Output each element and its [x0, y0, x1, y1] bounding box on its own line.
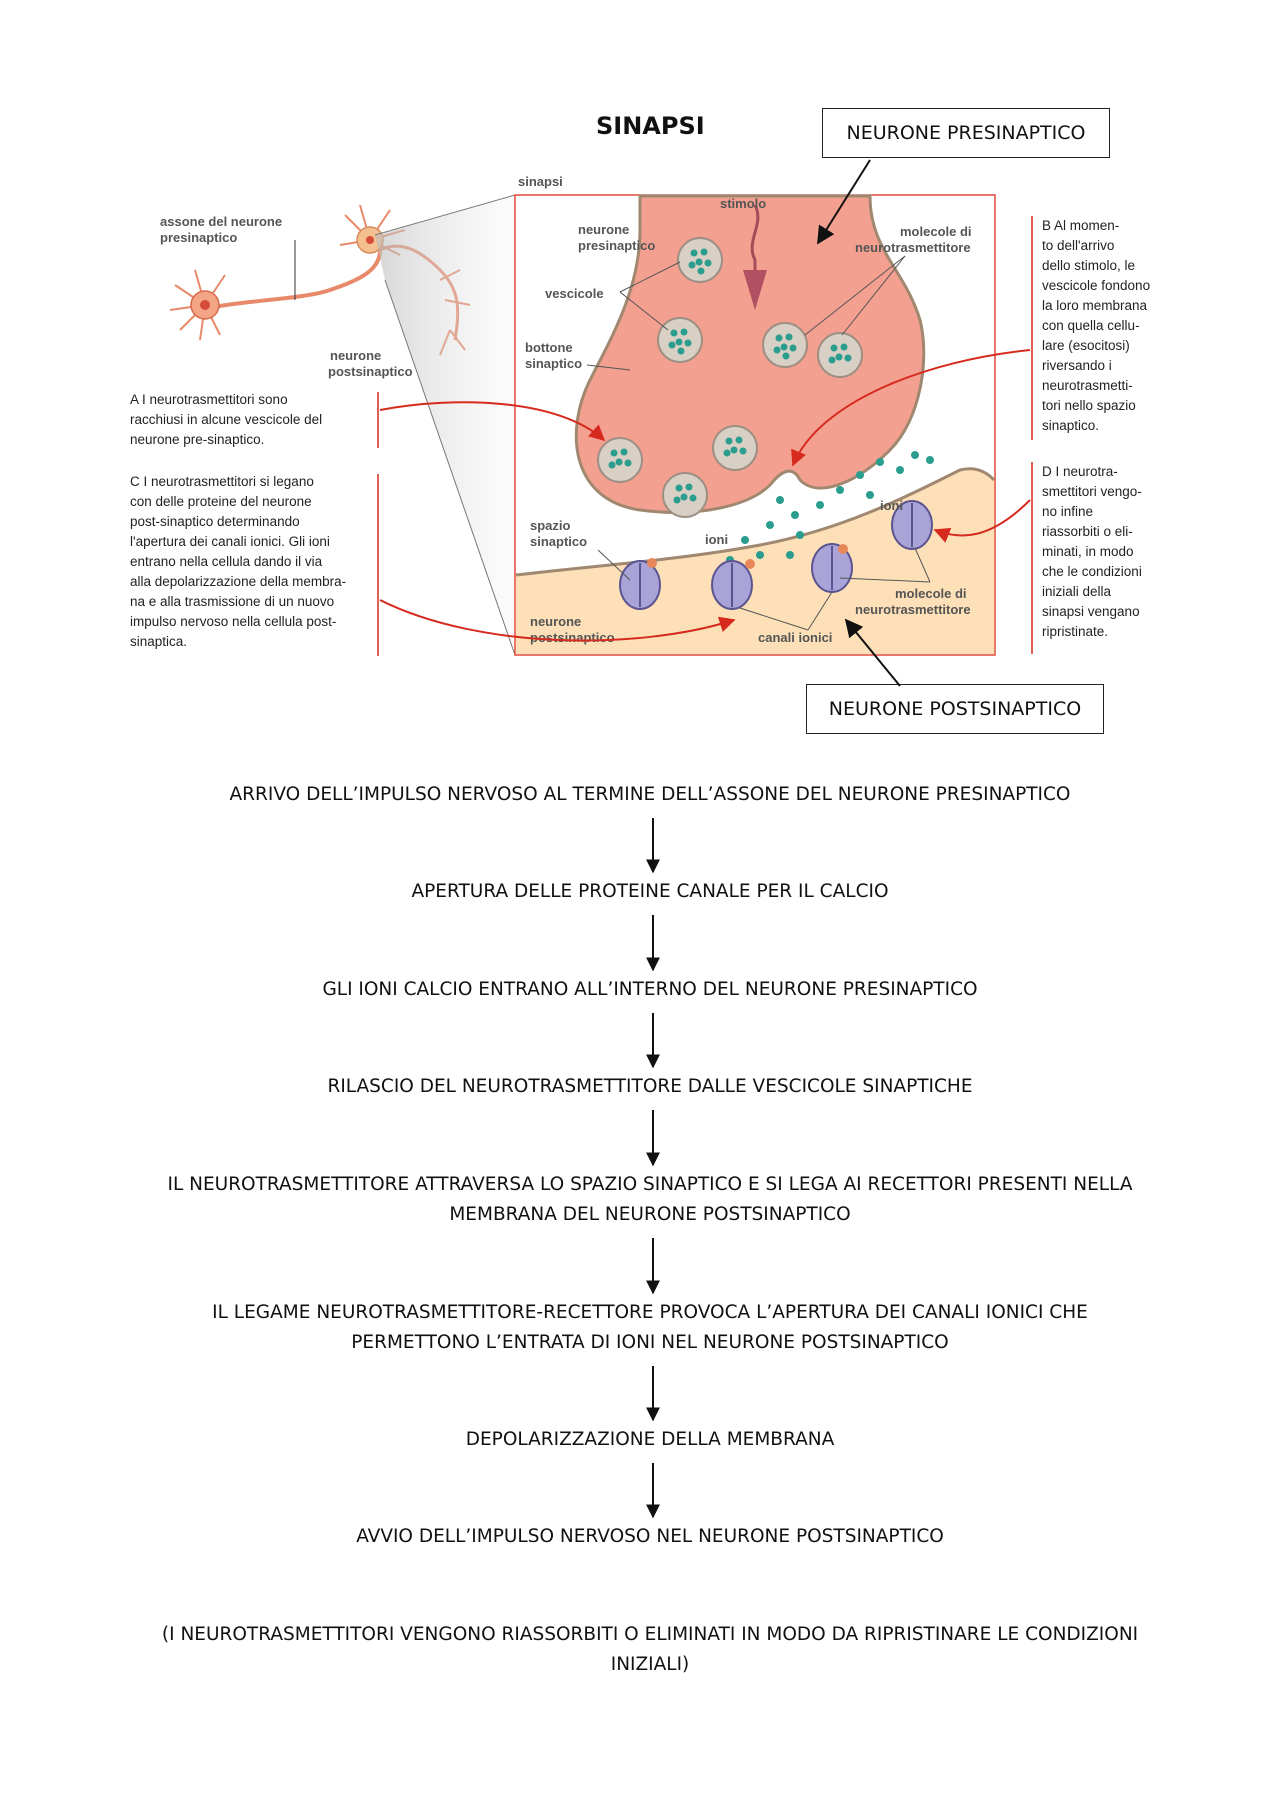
flow-step-4: RILASCIO DEL NEUROTRASMETTITORE DALLE VE… [130, 1072, 1170, 1102]
note-c-line: con delle proteine del neurone [130, 494, 312, 509]
note-b-line: sinaptico. [1042, 418, 1100, 433]
note-b-line: con quella cellu- [1042, 318, 1140, 333]
note-d-line: riassorbiti o eli- [1042, 524, 1133, 539]
flow-step-text: (I NEUROTRASMETTITORI VENGONO RIASSORBIT… [161, 1624, 1139, 1645]
note-arrows [379, 349, 1031, 642]
flow-step-5: IL NEUROTRASMETTITORE ATTRAVERSA LO SPAZ… [130, 1170, 1170, 1230]
presynaptic-terminal [574, 194, 926, 514]
note-b-line: la loro membrana [1042, 298, 1148, 313]
label-bottone-1: bottone [525, 340, 573, 355]
flow-step-text: AVVIO DELL’IMPULSO NERVOSO NEL NEURONE P… [356, 1526, 944, 1547]
note-b-line: tori nello spazio [1042, 398, 1136, 413]
note-d-line: iniziali della [1042, 584, 1112, 599]
flow-step-text: APERTURA DELLE PROTEINE CANALE PER IL CA… [411, 881, 889, 902]
note-d-line: D I neurotra- [1042, 464, 1118, 479]
label-neurone-post-2: postsinaptico [328, 364, 413, 379]
note-b-line: lare (esocitosi) [1042, 338, 1130, 353]
note-c-line: na e alla trasmissione di un nuovo [130, 594, 335, 609]
note-c-line: impulso nervoso nella cellula post- [130, 614, 337, 629]
neurotransmitter-molecules [608, 248, 934, 564]
note-b-line: B Al momen- [1042, 218, 1120, 233]
flow-step-text: RILASCIO DEL NEUROTRASMETTITORE DALLE VE… [327, 1076, 973, 1097]
flow-step-text: GLI IONI CALCIO ENTRANO ALL’INTERNO DEL … [322, 979, 978, 1000]
label-molecole-top-1: molecole di [900, 224, 972, 239]
note-d-line: minati, in modo [1042, 544, 1134, 559]
note-c-line: post-sinaptico determinando [130, 514, 300, 529]
note-a-line: neurone pre-sinaptico. [130, 432, 265, 447]
note-c: C I neurotrasmettitori si legano con del… [130, 472, 370, 652]
note-b-line: riversando i [1042, 358, 1112, 373]
note-c-line: alla depolarizzazione della membra- [130, 574, 347, 589]
note-d-line: che le condizioni [1042, 564, 1142, 579]
note-a-line: A I neurotrasmettitori sono [130, 392, 288, 407]
label-neurone-pre-2: presinaptico [578, 238, 655, 253]
note-c-line: l'apertura dei canali ionici. Gli ioni [130, 534, 330, 549]
flow-step-7: DEPOLARIZZAZIONE DELLA MEMBRANA [130, 1425, 1170, 1455]
note-b-line: dello stimolo, le [1042, 258, 1136, 273]
flow-step-2: APERTURA DELLE PROTEINE CANALE PER IL CA… [130, 877, 1170, 907]
note-c-line: sinaptica. [130, 634, 188, 649]
note-b-line: neurotrasmetti- [1042, 378, 1133, 393]
flow-step-text: ARRIVO DELL’IMPULSO NERVOSO AL TERMINE D… [229, 784, 1071, 805]
note-bars [377, 216, 1033, 656]
label-molecole-bottom-2: neurotrasmettitore [855, 602, 971, 617]
note-d-line: smettitori vengo- [1042, 484, 1142, 499]
presynaptic-pointer [817, 159, 871, 245]
note-c-line: C I neurotrasmettitori si legano [130, 474, 314, 489]
flow-step-6: IL LEGAME NEUROTRASMETTITORE-RECETTORE P… [130, 1298, 1170, 1358]
note-a-line: racchiusi in alcune vescicole del [130, 412, 323, 427]
flow-step-text: PERMETTONO L’ENTRATA DI IONI NEL NEURONE… [351, 1332, 949, 1353]
flow-step-text: IL NEUROTRASMETTITORE ATTRAVERSA LO SPAZ… [167, 1174, 1133, 1195]
flow-step-3: GLI IONI CALCIO ENTRANO ALL’INTERNO DEL … [130, 975, 1170, 1005]
label-molecole-top-2: neurotrasmettitore [855, 240, 971, 255]
label-canali: canali ionici [758, 630, 832, 645]
flow-step-text: INIZIALI) [610, 1654, 690, 1675]
label-neurone-post-1: neurone [330, 348, 381, 363]
page-title: SINAPSI [596, 112, 705, 140]
label-neurone-bottom-1: neurone [530, 614, 581, 629]
stimulus-arrow [743, 270, 767, 310]
label-stimolo: stimolo [720, 196, 766, 211]
note-d-line: sinapsi vengano [1042, 604, 1140, 619]
label-ioni-right: ioni [880, 498, 903, 513]
label-spazio-1: spazio [530, 518, 571, 533]
note-c-line: entrano nella cellula dando il via [130, 554, 323, 569]
label-sinapsi: sinapsi [518, 174, 563, 189]
label-ioni-left: ioni [705, 532, 728, 547]
note-d-line: no infine [1042, 504, 1094, 519]
flow-step-text: IL LEGAME NEUROTRASMETTITORE-RECETTORE P… [212, 1302, 1088, 1323]
label-spazio-2: sinaptico [530, 534, 587, 549]
flow-step-1: ARRIVO DELL’IMPULSO NERVOSO AL TERMINE D… [130, 780, 1170, 810]
note-a: A I neurotrasmettitori sono racchiusi in… [130, 390, 360, 450]
ion-channels [619, 500, 933, 610]
label-vescicole: vescicole [545, 286, 604, 301]
label-neurone-pre-1: neurone [578, 222, 629, 237]
note-b-line: vescicole fondono [1042, 278, 1151, 293]
flow-step-text: MEMBRANA DEL NEURONE POSTSINAPTICO [449, 1204, 851, 1225]
presynaptic-label-box: NEURONE PRESINAPTICO [822, 108, 1110, 158]
postsynaptic-pointer [844, 618, 901, 687]
flow-step-text: DEPOLARIZZAZIONE DELLA MEMBRANA [465, 1429, 835, 1450]
flow-step-note: (I NEUROTRASMETTITORI VENGONO RIASSORBIT… [130, 1620, 1170, 1680]
label-assone-1: assone del neurone [160, 214, 282, 229]
note-b: B Al momen- to dell'arrivo dello stimolo… [1042, 216, 1172, 436]
note-b-line: to dell'arrivo [1042, 238, 1115, 253]
postsynaptic-label-box: NEURONE POSTSINAPTICO [806, 684, 1104, 734]
label-assone-2: presinaptico [160, 230, 237, 245]
flow-step-8: AVVIO DELL’IMPULSO NERVOSO NEL NEURONE P… [130, 1522, 1170, 1552]
synapse-diagram: sinapsi assone del neurone presinaptico … [160, 159, 1033, 687]
note-d-line: ripristinate. [1042, 624, 1109, 639]
zoom-wedge [375, 195, 515, 655]
label-molecole-bottom-1: molecole di [895, 586, 967, 601]
label-bottone-2: sinaptico [525, 356, 582, 371]
note-d: D I neurotra- smettitori vengo- no infin… [1042, 462, 1172, 642]
